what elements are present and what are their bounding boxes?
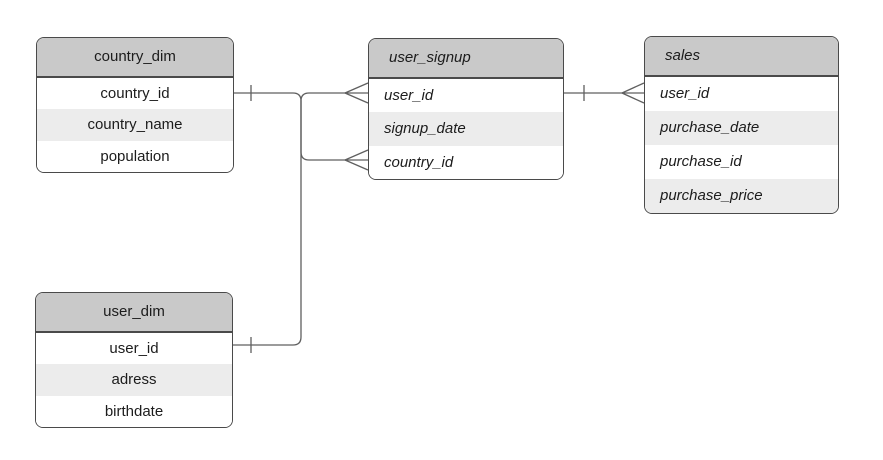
- entity-country-dim[interactable]: country_dim country_id country_name popu…: [36, 37, 234, 174]
- entity-country-dim-title[interactable]: country_dim: [37, 38, 233, 78]
- field-country-id[interactable]: country_id: [37, 78, 233, 110]
- relationship-line[interactable]: [233, 92, 368, 346]
- entity-user-signup-title[interactable]: user_signup: [369, 39, 563, 79]
- field-user-id[interactable]: user_id: [645, 77, 838, 111]
- entity-user-signup[interactable]: user_signup user_id signup_date country_…: [368, 38, 564, 181]
- field-adress[interactable]: adress: [36, 364, 232, 396]
- field-country-id[interactable]: country_id: [369, 145, 563, 180]
- field-user-id[interactable]: user_id: [369, 79, 563, 113]
- entity-sales[interactable]: sales user_id purchase_date purchase_id …: [644, 36, 839, 214]
- relationship-usersignup-sales[interactable]: [564, 82, 645, 104]
- field-purchase-date[interactable]: purchase_date: [645, 111, 838, 145]
- relationship-userdim-usersignup[interactable]: [233, 82, 369, 353]
- crow-foot-many-icon: [621, 82, 645, 104]
- crow-foot-many-icon: [344, 149, 369, 171]
- entity-sales-title[interactable]: sales: [645, 37, 838, 77]
- field-birthdate[interactable]: birthdate: [36, 395, 232, 428]
- entity-user-dim[interactable]: user_dim user_id adress birthdate: [35, 292, 233, 429]
- field-purchase-id[interactable]: purchase_id: [645, 145, 838, 179]
- field-purchase-price[interactable]: purchase_price: [645, 179, 838, 213]
- crow-foot-many-icon: [344, 82, 369, 104]
- field-signup-date[interactable]: signup_date: [369, 112, 563, 146]
- field-country-name[interactable]: country_name: [37, 109, 233, 141]
- field-user-id[interactable]: user_id: [36, 333, 232, 365]
- entity-user-dim-title[interactable]: user_dim: [36, 293, 232, 333]
- field-population[interactable]: population: [37, 140, 233, 173]
